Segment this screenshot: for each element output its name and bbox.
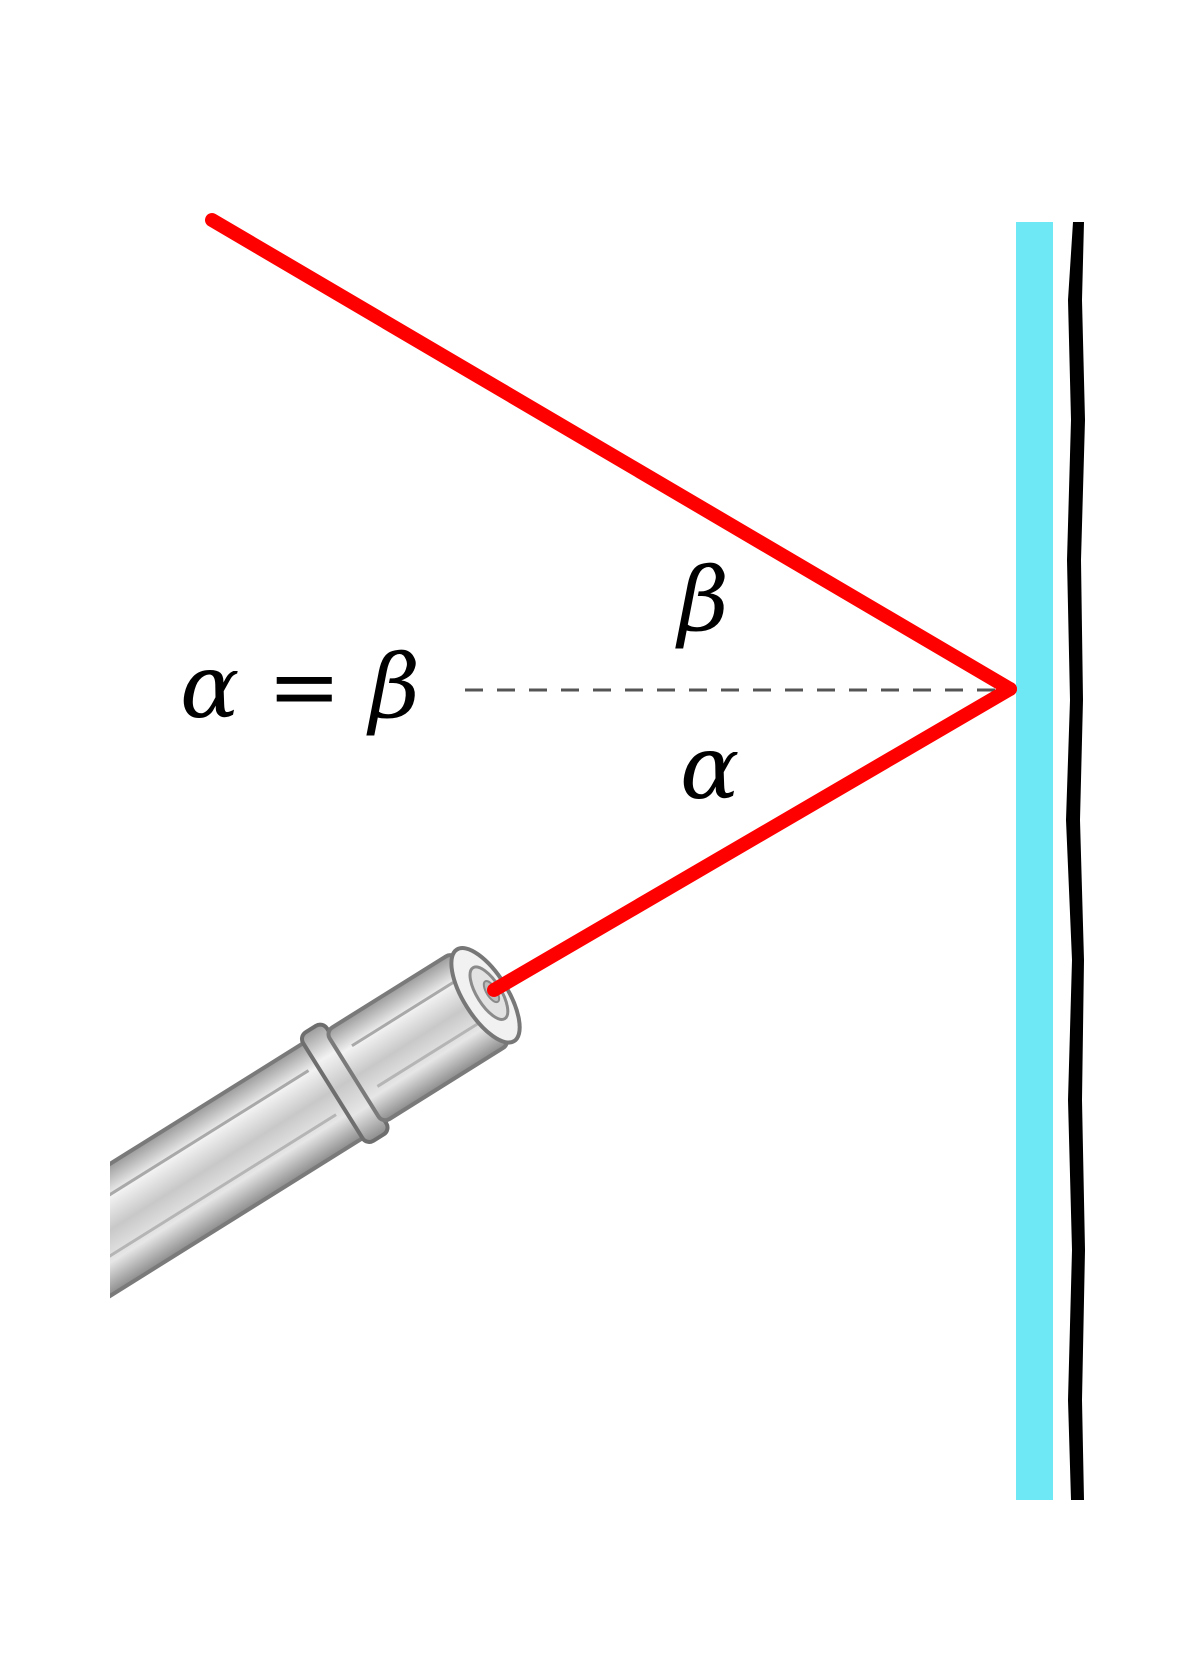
incident-ray — [487, 682, 1017, 997]
reflected-ray — [205, 213, 1017, 696]
incident-angle-label: α — [680, 716, 739, 819]
mirror-glass — [1016, 222, 1053, 1500]
mirror-backing — [1066, 222, 1085, 1500]
laser-pointer-icon — [110, 946, 522, 1333]
mirror-icon — [1016, 222, 1085, 1500]
reflected-angle-label: β — [675, 548, 729, 651]
equation-label: α = β — [180, 635, 420, 738]
